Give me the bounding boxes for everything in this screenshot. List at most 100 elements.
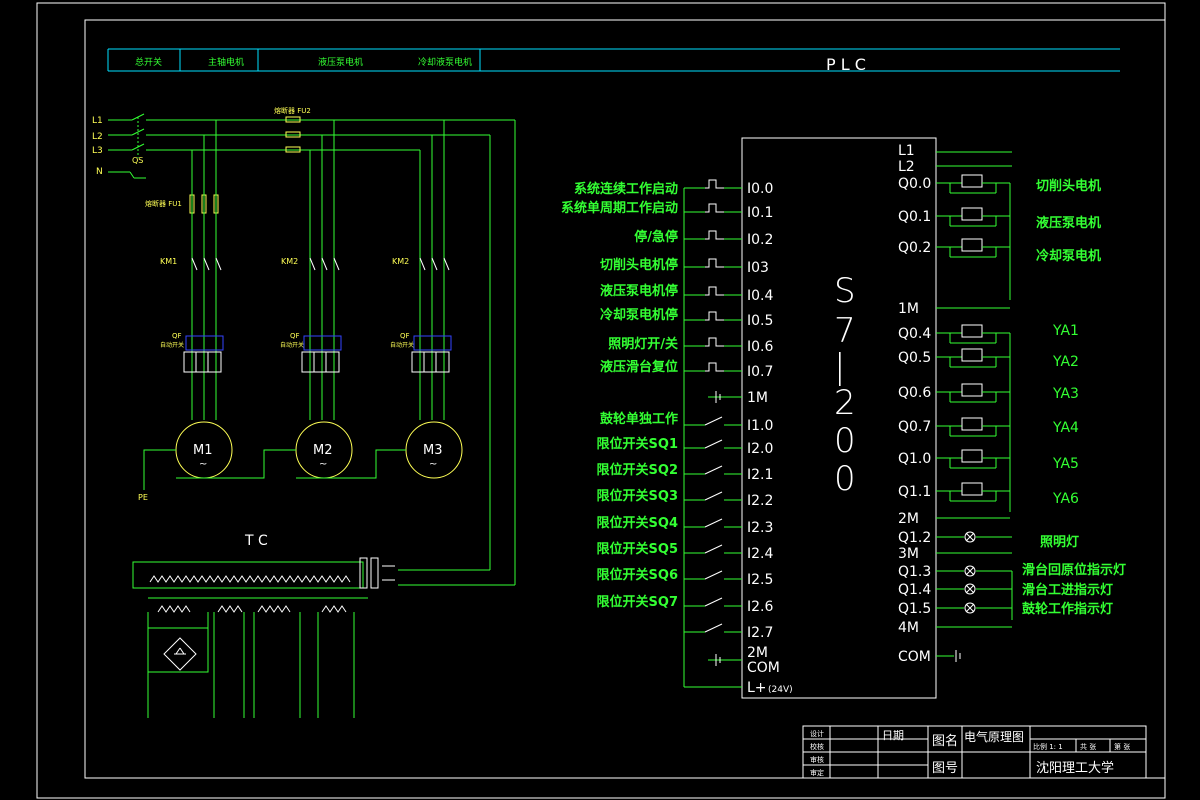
school-name: 沈阳理工大学 bbox=[1036, 760, 1114, 776]
relay-coil bbox=[961, 174, 983, 188]
plc-input-terminal: I2.5 bbox=[747, 572, 773, 588]
output-label: YA1 bbox=[1052, 323, 1079, 339]
output-label: 滑台工进指示灯 bbox=[1022, 582, 1113, 598]
plc-input-terminal: I2.2 bbox=[747, 493, 773, 509]
svg-text:M1: M1 bbox=[193, 443, 213, 458]
indicator-lamp bbox=[964, 602, 976, 614]
header-cell-hydraulic-motor: 液压泵电机 bbox=[318, 56, 363, 68]
plc-input-terminal: I0.2 bbox=[747, 232, 773, 248]
km3-label: KM2 bbox=[392, 257, 409, 266]
header-cell-spindle-motor: 主轴电机 bbox=[208, 56, 244, 68]
drawing-name: 电气原理图 bbox=[964, 729, 1024, 744]
plc-output-terminal: Q1.4 bbox=[898, 582, 931, 598]
header-band: 总开关 主轴电机 液压泵电机 冷却液泵电机 P L C bbox=[107, 48, 1120, 74]
plc-output-group: L1L2Q0.0Q0.1Q0.21MQ0.4Q0.5Q0.6Q0.7Q1.0Q1… bbox=[898, 143, 1126, 665]
role-design: 设计 bbox=[810, 729, 824, 738]
svg-text:M2: M2 bbox=[313, 443, 333, 458]
plc-output-terminal: COM bbox=[898, 649, 931, 665]
input-label: 照明灯开/关 bbox=[608, 336, 678, 352]
plc-output-terminal: Q1.3 bbox=[898, 564, 931, 580]
plc-output-terminal: Q1.0 bbox=[898, 451, 931, 467]
relay-coil bbox=[961, 238, 983, 252]
inner-border bbox=[84, 19, 1166, 779]
qs-label: QS bbox=[132, 156, 143, 165]
lamp-cross bbox=[965, 584, 975, 594]
relay-coil bbox=[961, 348, 983, 362]
l24v-label: (24V) bbox=[768, 685, 793, 695]
plc-input-terminal: L+ bbox=[747, 680, 767, 696]
lamp-cross bbox=[965, 566, 975, 576]
role-approve: 审定 bbox=[810, 768, 824, 777]
pushbutton-contact bbox=[705, 179, 724, 189]
plc-input-terminal: 2M bbox=[747, 645, 768, 661]
line-label-l2: L2 bbox=[92, 132, 103, 142]
plc-input-terminal: I2.0 bbox=[747, 441, 773, 457]
plc-output-terminal: Q1.1 bbox=[898, 484, 931, 500]
sheet-number: 第 张 bbox=[1114, 742, 1130, 751]
svg-text:QF: QF bbox=[400, 332, 410, 340]
plc-output-terminal: Q0.1 bbox=[898, 209, 931, 225]
input-label: 鼓轮单独工作 bbox=[600, 411, 678, 427]
limit-switch-contact bbox=[704, 623, 723, 633]
output-label: YA5 bbox=[1052, 456, 1079, 472]
svg-text:自动开关: 自动开关 bbox=[390, 341, 414, 349]
plc-output-terminal: Q1.5 bbox=[898, 601, 931, 617]
plc-input-terminal: I2.7 bbox=[747, 625, 773, 641]
output-label: 鼓轮工作指示灯 bbox=[1022, 601, 1113, 617]
plc-model-text: S7|200 bbox=[834, 271, 856, 499]
limit-switch-contact bbox=[704, 491, 723, 501]
date-label: 日期 bbox=[882, 729, 904, 742]
plc-output-terminal: Q0.5 bbox=[898, 350, 931, 366]
plc-input-terminal: I0.4 bbox=[747, 288, 773, 304]
input-label: 冷却泵电机停 bbox=[600, 307, 678, 323]
relay-coil bbox=[961, 482, 983, 496]
role-check: 校核 bbox=[810, 742, 824, 751]
indicator-lamp bbox=[964, 583, 976, 595]
svg-text:~: ~ bbox=[429, 459, 437, 470]
role-review: 审核 bbox=[810, 755, 824, 764]
plc-model-char: 2 bbox=[834, 383, 856, 423]
plc-output-terminal: Q0.6 bbox=[898, 385, 931, 401]
output-label: YA3 bbox=[1052, 386, 1079, 402]
plc-output-terminal: 4M bbox=[898, 620, 919, 636]
indicator-lamp bbox=[964, 565, 976, 577]
motor-m1: M1 ~ bbox=[175, 421, 233, 479]
power-circuit: L1 L2 L3 N QS 熔断器 FU2 熔断器 FU1 bbox=[92, 106, 516, 718]
input-label: 系统单周期工作启动 bbox=[561, 200, 678, 216]
pushbutton-contact bbox=[705, 311, 724, 321]
qf-breaker-3: QF 自动开关 bbox=[390, 332, 452, 373]
relay-coil bbox=[961, 449, 983, 463]
plc-input-terminal: I2.4 bbox=[747, 546, 773, 562]
relay-coil bbox=[961, 417, 983, 431]
plc-input-terminal: I1.0 bbox=[747, 418, 773, 434]
limit-switch-contact bbox=[704, 439, 723, 449]
indicator-lamp bbox=[964, 531, 976, 543]
limit-switch-contact bbox=[704, 518, 723, 528]
output-label: 液压泵电机 bbox=[1036, 215, 1101, 231]
motor-m2: M2 ~ bbox=[295, 421, 353, 479]
plc-input-group: I0.0I0.1I0.2I03I0.4I0.5I0.6I0.71MI1.0I2.… bbox=[561, 179, 780, 696]
limit-switch-contact bbox=[704, 597, 723, 607]
plc-input-terminal: I0.6 bbox=[747, 339, 773, 355]
output-label: 照明灯 bbox=[1040, 534, 1079, 550]
pushbutton-contact bbox=[705, 230, 724, 240]
output-label: 切削头电机 bbox=[1036, 178, 1101, 194]
svg-text:~: ~ bbox=[319, 459, 327, 470]
input-label: 液压泵电机停 bbox=[600, 283, 678, 299]
output-label: YA4 bbox=[1052, 420, 1079, 436]
plc-input-terminal: I2.1 bbox=[747, 467, 773, 483]
svg-text:QF: QF bbox=[290, 332, 300, 340]
input-label: 限位开关SQ3 bbox=[597, 488, 678, 504]
plc-input-terminal: I0.1 bbox=[747, 205, 773, 221]
input-label: 停/急停 bbox=[634, 229, 678, 245]
plc-output-terminal: L1 bbox=[898, 143, 915, 159]
limit-switch-contact bbox=[704, 570, 723, 580]
input-label: 限位开关SQ2 bbox=[597, 462, 678, 478]
line-label-l1: L1 bbox=[92, 116, 103, 126]
lamp-cross bbox=[965, 603, 975, 613]
pushbutton-contact bbox=[705, 203, 724, 213]
plc-input-terminal: I2.3 bbox=[747, 520, 773, 536]
svg-text:~: ~ bbox=[199, 459, 207, 470]
plc-output-terminal: 1M bbox=[898, 301, 919, 317]
